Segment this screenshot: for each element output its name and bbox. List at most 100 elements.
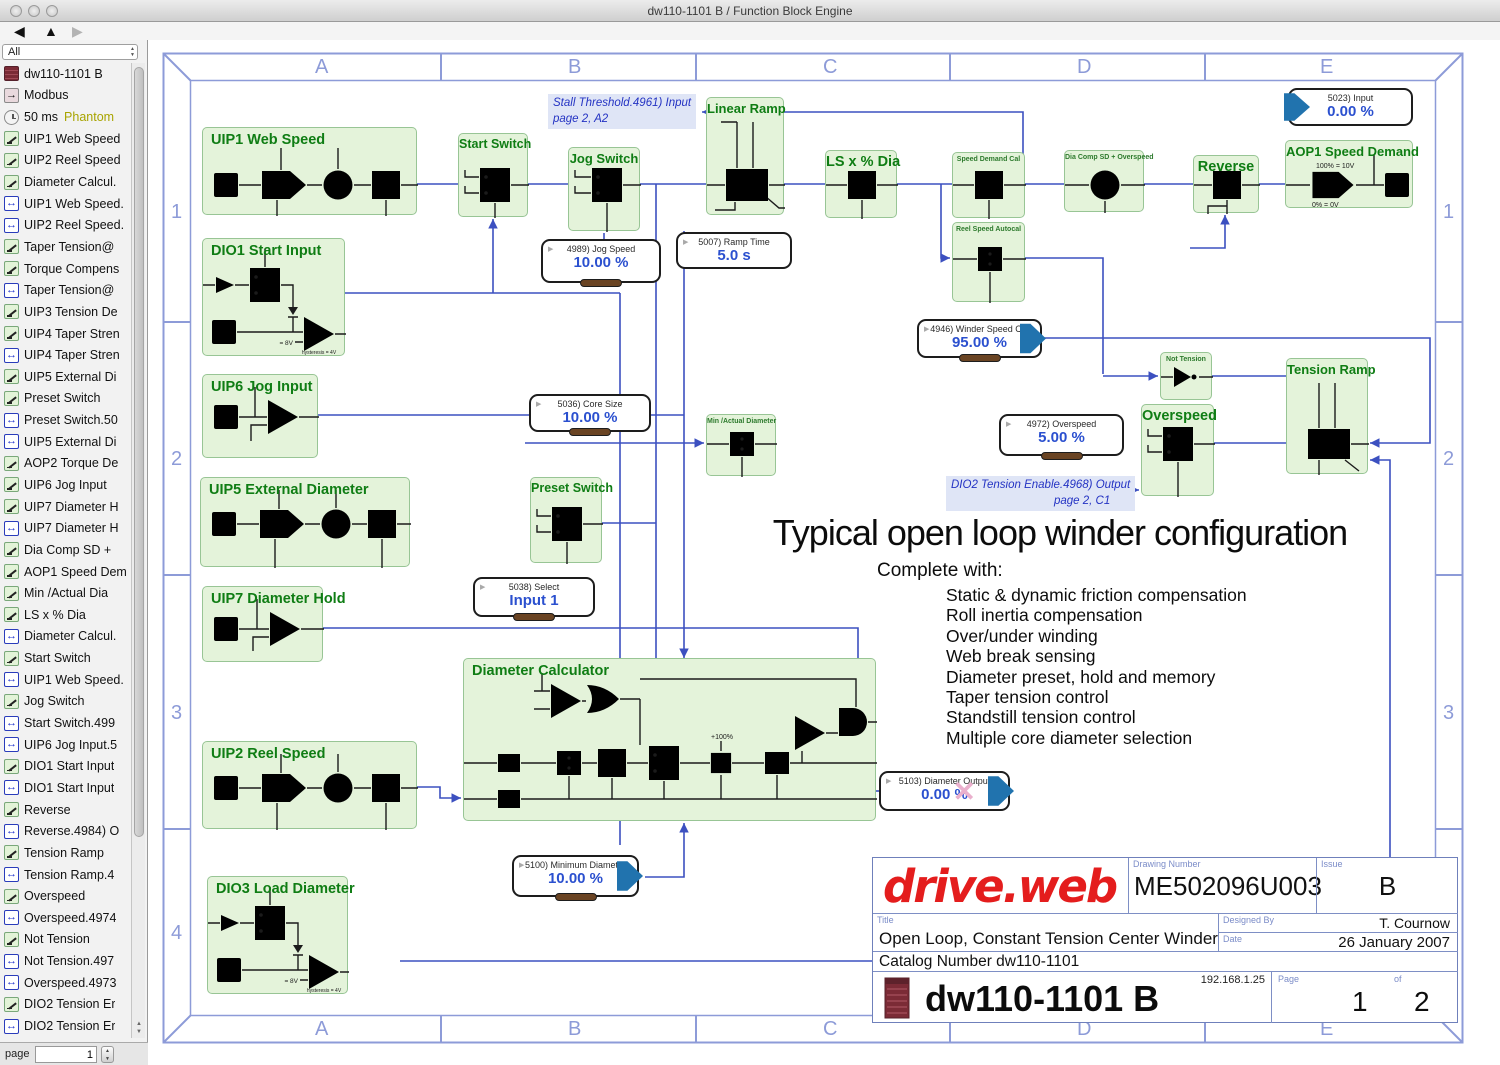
sidebar-item[interactable]: Start Switch: [0, 647, 130, 669]
sidebar-item[interactable]: UIP6 Jog Input: [0, 474, 130, 496]
sidebar-item[interactable]: DIO2 Tension Er: [0, 994, 130, 1016]
feature-item: Taper tension control: [946, 687, 1109, 708]
sidebar-item[interactable]: DIO1 Start Input: [0, 777, 130, 799]
forward-icon[interactable]: ▶: [72, 23, 83, 39]
sidebar-item[interactable]: AOP1 Speed Dem: [0, 561, 130, 583]
sidebar-item[interactable]: UIP7 Diameter H: [0, 496, 130, 518]
block-uip6-jog-input[interactable]: UIP6 Jog Input: [202, 374, 319, 458]
sidebar-item[interactable]: Preset Switch: [0, 388, 130, 410]
sidebar-item[interactable]: UIP1 Web Speed.: [0, 193, 130, 215]
param-ramp-time[interactable]: ▶ 5007) Ramp Time 5.0 s: [676, 232, 792, 269]
param-input-5023[interactable]: 5023) Input 0.00 %: [1284, 88, 1413, 126]
sidebar-item[interactable]: Not Tension: [0, 929, 130, 951]
param-jog-speed[interactable]: ▶ 4989) Jog Speed 10.00 %: [541, 239, 661, 287]
block-ls-x-percent-dia[interactable]: LS x % Dia: [825, 150, 900, 219]
block-not-tension[interactable]: Not Tension: [1160, 352, 1213, 400]
page-input[interactable]: [35, 1046, 97, 1063]
sidebar-item[interactable]: Taper Tension@: [0, 236, 130, 258]
block-uip1-web-speed[interactable]: UIP1 Web Speed: [202, 127, 418, 216]
block-title: Not Tension: [1166, 356, 1206, 363]
block-speed-demand-cal[interactable]: Speed Demand Cal: [952, 152, 1026, 219]
sidebar-item[interactable]: Reverse: [0, 799, 130, 821]
block-diameter-calculator[interactable]: Diameter Calculator +100%: [463, 658, 877, 821]
block-dia-comp-sd-overspeed[interactable]: Dia Comp SD + Overspeed: [1064, 150, 1154, 213]
sidebar-item[interactable]: dw110-1101 B: [0, 63, 130, 85]
sidebar-item[interactable]: UIP2 Reel Speed.: [0, 214, 130, 236]
connection-icon: [4, 910, 19, 926]
sidebar-item[interactable]: UIP7 Diameter H: [0, 517, 130, 539]
param-winder-speed-cal[interactable]: ▶ 4946) Winder Speed Cal 95.00 %: [917, 319, 1046, 362]
param-overspeed[interactable]: ▶ 4972) Overspeed 5.00 %: [999, 414, 1124, 460]
function-block-icon: [4, 326, 19, 341]
sidebar-item[interactable]: Reverse.4984) O: [0, 820, 130, 842]
sidebar-item[interactable]: UIP4 Taper Stren: [0, 344, 130, 366]
sidebar-item[interactable]: Tension Ramp: [0, 842, 130, 864]
block-aop1-speed-demand[interactable]: AOP1 Speed Demand 100% = 10V 0% = 0V: [1285, 140, 1419, 209]
block-dio3-load-diameter[interactable]: DIO3 Load Diameter = 8V hysteresis = 4V: [207, 876, 355, 994]
sidebar-item[interactable]: UIP2 Reel Speed: [0, 150, 130, 172]
sidebar-item[interactable]: Preset Switch.50: [0, 409, 130, 431]
sidebar-item[interactable]: Start Switch.499: [0, 712, 130, 734]
sidebar-item[interactable]: DIO2 Tension Er: [0, 1015, 130, 1037]
sidebar-item[interactable]: Tension Ramp.4: [0, 864, 130, 886]
grid-row-label: 1: [1443, 201, 1455, 223]
switch-diagram-icon: [464, 168, 529, 218]
param-select[interactable]: ▶ 5038) Select Input 1: [473, 577, 595, 621]
sidebar-item[interactable]: AOP2 Torque De: [0, 453, 130, 475]
block-start-switch[interactable]: Start Switch: [458, 133, 531, 218]
sidebar-item[interactable]: DIO1 Start Input: [0, 756, 130, 778]
sidebar-item[interactable]: UIP5 External Di: [0, 431, 130, 453]
block-linear-ramp[interactable]: Linear Ramp: [706, 97, 786, 215]
sidebar-item[interactable]: Overspeed.4973: [0, 972, 130, 994]
sidebar-item[interactable]: UIP1 Web Speed.: [0, 669, 130, 691]
sidebar-item[interactable]: Diameter Calcul.: [0, 626, 130, 648]
sidebar-item[interactable]: Diameter Calcul.: [0, 171, 130, 193]
sidebar-scrollbar[interactable]: ▲▼: [131, 63, 145, 1038]
zoom-window-button[interactable]: [46, 5, 58, 17]
sidebar-item[interactable]: Dia Comp SD +: [0, 539, 130, 561]
sidebar-item[interactable]: LS x % Dia: [0, 604, 130, 626]
drawing-headline: Typical open loop winder configuration: [772, 512, 1348, 553]
block-uip2-reel-speed[interactable]: UIP2 Reel Speed: [202, 741, 418, 830]
up-icon[interactable]: ▲: [44, 23, 58, 39]
sidebar-item[interactable]: UIP4 Taper Stren: [0, 323, 130, 345]
sidebar-item[interactable]: Overspeed: [0, 885, 130, 907]
block-title: Jog Switch: [569, 151, 639, 166]
block-uip5-external-diameter[interactable]: UIP5 External Diameter: [200, 477, 411, 568]
scrollbar-thumb[interactable]: [133, 67, 144, 837]
sidebar-item[interactable]: Overspeed.4974: [0, 907, 130, 929]
page-stepper[interactable]: ▲▼: [101, 1046, 114, 1063]
block-min-actual-diameter[interactable]: Min /Actual Diameter: [706, 414, 777, 477]
sidebar-item[interactable]: Modbus: [0, 85, 130, 107]
feature-item: Over/under winding: [946, 625, 1098, 646]
block-reverse[interactable]: Reverse: [1193, 155, 1260, 214]
sidebar-item-label: AOP1 Speed Dem: [24, 564, 127, 579]
block-uip7-diameter-hold[interactable]: UIP7 Diameter Hold: [202, 586, 346, 662]
sidebar-item[interactable]: UIP3 Tension De: [0, 301, 130, 323]
sidebar-item[interactable]: Torque Compens: [0, 258, 130, 280]
block-jog-switch[interactable]: Jog Switch: [568, 147, 641, 232]
block-title: UIP2 Reel Speed: [211, 746, 326, 762]
minimize-window-button[interactable]: [28, 5, 40, 17]
scrollbar-arrows-icon[interactable]: ▲▼: [136, 1021, 142, 1035]
block-preset-switch[interactable]: Preset Switch: [530, 477, 613, 564]
sidebar-item[interactable]: Min /Actual Dia: [0, 582, 130, 604]
filter-dropdown[interactable]: All ▲▼: [2, 44, 138, 60]
sidebar-item[interactable]: Jog Switch: [0, 691, 130, 713]
block-dio1-start-input[interactable]: DIO1 Start Input = 8V hysteresis = 4V: [202, 238, 346, 356]
block-tension-ramp[interactable]: Tension Ramp: [1286, 358, 1376, 475]
block-reel-speed-autocal[interactable]: Reel Speed Autocal: [952, 222, 1026, 303]
param-minimum-diameter[interactable]: ▶ 5100) Minimum Diameter 10.00 %: [512, 855, 643, 901]
block-overspeed[interactable]: Overspeed: [1141, 404, 1217, 497]
back-icon[interactable]: ◀: [14, 23, 25, 39]
sidebar-item[interactable]: Taper Tension@: [0, 279, 130, 301]
sidebar-item[interactable]: Not Tension.497: [0, 950, 130, 972]
sidebar-item[interactable]: UIP1 Web Speed: [0, 128, 130, 150]
sidebar-item[interactable]: UIP6 Jog Input.5: [0, 734, 130, 756]
sidebar-item[interactable]: UIP5 External Di: [0, 366, 130, 388]
param-core-size[interactable]: ▶ 5036) Core Size 10.00 %: [529, 394, 651, 436]
close-window-button[interactable]: [10, 5, 22, 17]
param-diameter-output[interactable]: ▶ ✕ 5103) Diameter Output 0.00 %: [879, 771, 1014, 811]
